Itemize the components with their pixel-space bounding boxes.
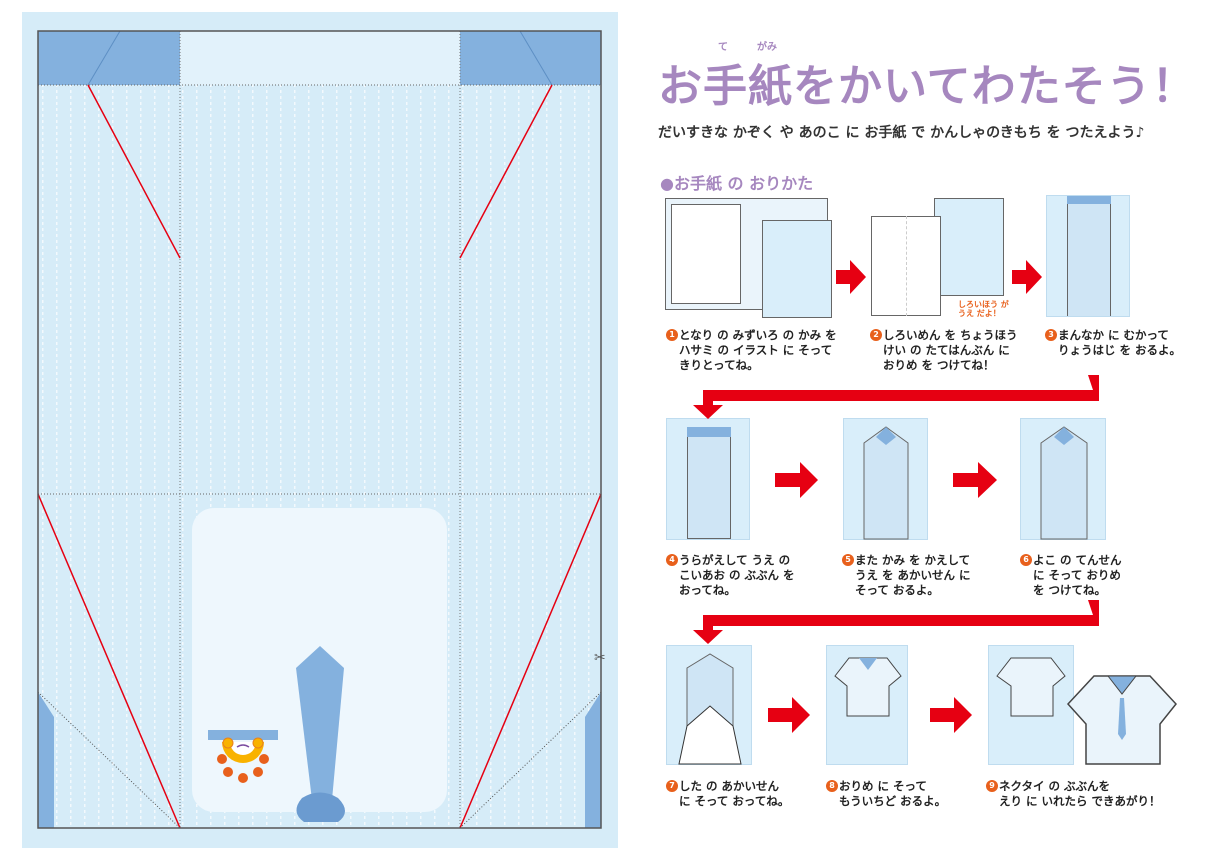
step7-diagram — [666, 645, 752, 765]
subtitle: だいすきな かぞく や あのこ に お手紙 で かんしゃのきもち を つたえよう… — [658, 125, 1145, 141]
step8-diagram — [826, 645, 908, 765]
finished-shirt-illustration — [1066, 675, 1177, 765]
step2-diagram — [871, 198, 1005, 318]
step-text: よこ の てんせん に そって おりめ を つけてね。 — [1033, 553, 1122, 597]
step-number: 3 — [1045, 329, 1057, 341]
section-heading: ●お手紙 の おりかた — [660, 174, 814, 193]
step6-diagram — [1020, 418, 1106, 540]
scissors-icon — [592, 648, 606, 662]
step-text: おりめ に そって もういちど おるよ。 — [839, 779, 947, 808]
step-text: また かみ を かえして うえ を あかいせん に そって おるよ。 — [855, 553, 971, 597]
step-number: 4 — [666, 554, 678, 566]
step1-diagram — [665, 198, 835, 318]
step5-diagram — [843, 418, 928, 540]
step9-diagram — [988, 645, 1074, 765]
step-text: まんなか に むかって りょうはじ を おるよ。 — [1058, 328, 1182, 357]
note-white-side-up: しろいほう が うえ だよ！ — [958, 300, 1009, 318]
step4-diagram — [666, 418, 750, 540]
step-number: 7 — [666, 780, 678, 792]
title-ruby-gami: がみ — [757, 42, 777, 53]
step-number: 2 — [870, 329, 882, 341]
step-number: 8 — [826, 780, 838, 792]
title-ruby-te: て — [718, 42, 728, 53]
step-text: うらがえして うえ の こいあお の ぶぶん を おってね。 — [679, 553, 795, 597]
svg-text:✂: ✂ — [594, 650, 606, 666]
step-number: 5 — [842, 554, 854, 566]
step-text: した の あかいせん に そって おってね。 — [679, 779, 790, 808]
step-text: ネクタイ の ぶぶんを えり に いれたら できあがり！ — [999, 779, 1161, 808]
step-number: 1 — [666, 329, 678, 341]
step-number: 6 — [1020, 554, 1032, 566]
step-text: しろいめん を ちょうほう けい の たてはんぶん に おりめ を つけてね！ — [883, 328, 1018, 372]
step3-diagram — [1046, 195, 1130, 317]
step-text: となり の みずいろ の かみ を ハサミ の イラスト に そって きりとって… — [679, 328, 837, 372]
page-title: お手紙をかいてわたそう！ — [658, 61, 1197, 112]
letter-paper-sheet: ✂ — [22, 12, 618, 848]
step-number: 9 — [986, 780, 998, 792]
